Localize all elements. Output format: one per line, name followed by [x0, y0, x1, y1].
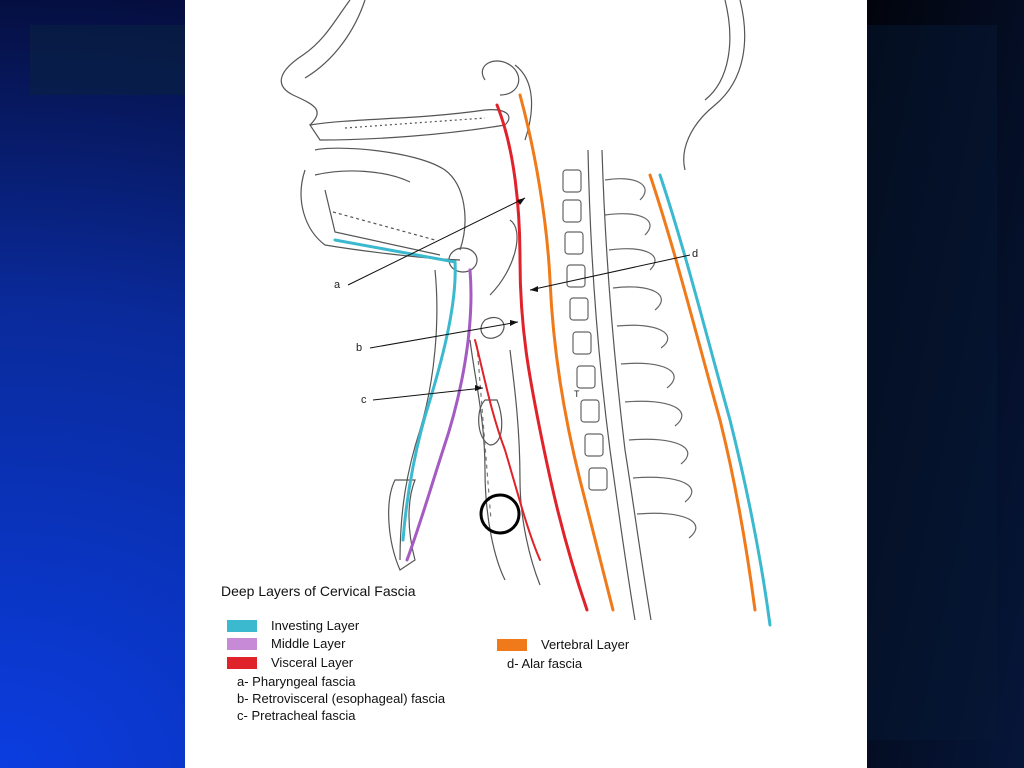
- larynx: [480, 316, 505, 339]
- vertebral-layer-posterior: [648, 173, 757, 612]
- vertebra-label: T: [574, 389, 580, 399]
- leader-line-a: [347, 197, 526, 286]
- legend-label: Middle Layer: [271, 636, 346, 651]
- legend-label: Vertebral Layer: [541, 637, 630, 652]
- label-c: c: [361, 394, 367, 406]
- manubrium: [388, 479, 416, 571]
- trachea-posterior: [509, 349, 541, 586]
- thyroid-gland: [478, 399, 503, 446]
- spinal-canal-back: [601, 149, 652, 621]
- middle-swatch: [227, 637, 257, 650]
- investing-layer-line: [333, 238, 457, 542]
- vertebral-swatch: [497, 638, 527, 651]
- epiglottis: [489, 219, 518, 296]
- tongue: [314, 147, 466, 251]
- marker-circle: [479, 493, 521, 535]
- vertebral-bodies: [562, 169, 608, 491]
- skull-outline: [280, 0, 351, 126]
- note-pretracheal: c- Pretracheal fascia: [237, 708, 356, 723]
- visceral-swatch: [227, 656, 257, 669]
- figure-title: Deep Layers of Cervical Fascia: [221, 583, 416, 599]
- note-alar: d- Alar fascia: [507, 656, 583, 671]
- hard-palate: [308, 109, 510, 141]
- middle-layer-line: [405, 268, 473, 562]
- trachea-anterior: [469, 339, 506, 581]
- legend-label: Visceral Layer: [271, 655, 354, 670]
- spinal-canal-front: [587, 149, 636, 621]
- vertebral-layer-line: [518, 93, 615, 612]
- neck-sagittal-diagram: [280, 0, 772, 627]
- mandible: [300, 169, 461, 261]
- note-retrovisceral: b- Retrovisceral (esophageal) fascia: [237, 691, 446, 706]
- spinous-processes: [604, 178, 697, 539]
- label-b: b: [356, 342, 363, 354]
- visceral-layer-anterior: [474, 339, 541, 561]
- visceral-layer-line: [495, 103, 589, 612]
- investing-layer-posterior: [658, 173, 772, 627]
- legend-middle: Middle Layer: [227, 636, 345, 651]
- leader-line-c: [372, 387, 484, 401]
- legend-vertebral: Vertebral Layer: [497, 637, 629, 652]
- legend-visceral: Visceral Layer: [227, 655, 353, 670]
- legend-investing: Investing Layer: [227, 618, 359, 633]
- investing-swatch: [227, 619, 257, 632]
- leader-line-b: [369, 321, 519, 349]
- leader-line-d: [529, 254, 691, 291]
- head-back-outline: [683, 0, 746, 171]
- legend-label: Investing Layer: [271, 618, 360, 633]
- note-pharyngeal: a- Pharyngeal fascia: [237, 674, 356, 689]
- figure-panel: a b c d T Deep Layers of Cervical Fascia…: [185, 0, 867, 768]
- label-d: d: [692, 248, 699, 260]
- label-a: a: [334, 279, 341, 291]
